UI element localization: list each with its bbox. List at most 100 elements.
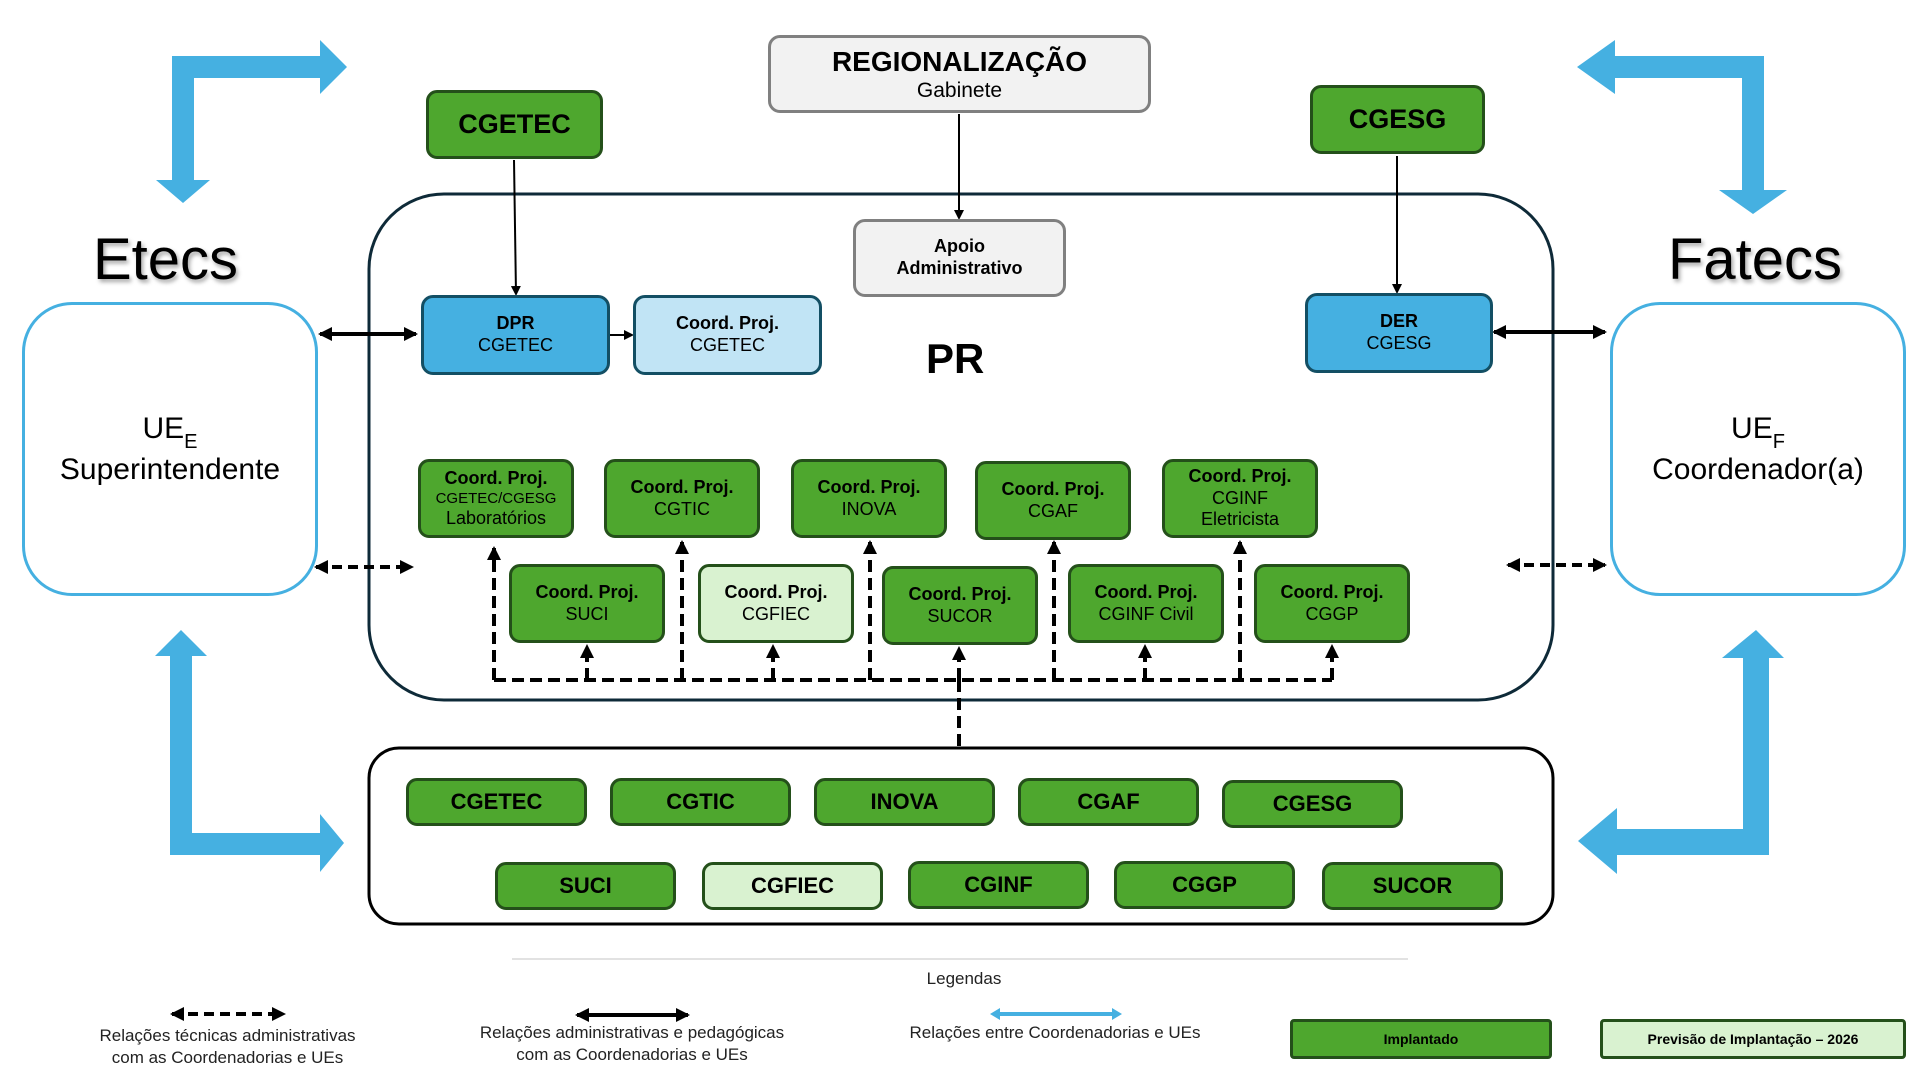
coord-lab-line3: Laboratórios [445, 507, 547, 528]
ue-fatecs-ue: UE [1731, 412, 1773, 445]
pill-cgtic-label: CGTIC [666, 788, 735, 814]
coord-sucor-line2: SUCOR [927, 605, 993, 626]
ue-fatecs-box[interactable]: UEF Coordenador(a) [1610, 302, 1906, 596]
coord-cginf-el-line3: Eletricista [1200, 509, 1280, 530]
coord-cginf-civil-line1: Coord. Proj. [1094, 581, 1198, 602]
fatecs-title: Fatecs [1668, 227, 1843, 292]
etecs-title: Etecs [93, 227, 239, 292]
blue-arrow-top-right [1577, 40, 1787, 214]
pill-suci[interactable]: SUCI [495, 862, 676, 910]
coord-cgetec-line2: CGETEC [689, 335, 765, 355]
ue-etecs-ue: UE [142, 412, 185, 445]
cgetec-top-label: CGETEC [458, 109, 571, 140]
coord-proj-cgetec-box[interactable]: Coord. Proj. CGETEC [633, 295, 822, 375]
der-cgesg-box[interactable]: DER CGESG [1305, 293, 1493, 373]
dpr-cgetec-box[interactable]: DPR CGETEC [421, 295, 610, 375]
pill-inova[interactable]: INOVA [814, 778, 995, 826]
pr-label: PR [926, 335, 985, 382]
coord-proj-cginf-civil[interactable]: Coord. Proj. CGINF Civil [1068, 564, 1224, 643]
pill-cgesg-label: CGESG [1272, 790, 1353, 816]
pill-cgesg[interactable]: CGESG [1222, 780, 1403, 828]
coord-cgfiec-line1: Coord. Proj. [724, 581, 828, 602]
legend-previsao-swatch: Previsão de Implantação – 2026 [1600, 1019, 1906, 1059]
blue-arrow-bottom-right [1578, 630, 1784, 874]
ue-etecs-role: Superintendente [59, 453, 281, 486]
coord-inova-line1: Coord. Proj. [817, 476, 921, 497]
legend-blue-text: Relações entre Coordenadorias e UEs [880, 1022, 1230, 1044]
legend-solid-text: Relações administrativas e pedagógicas c… [452, 1022, 812, 1066]
pill-cgfiec-label: CGFIEC [750, 872, 835, 898]
coord-cgtic-line1: Coord. Proj. [630, 476, 734, 497]
coord-cggp-line1: Coord. Proj. [1280, 581, 1384, 602]
coord-lab-line1: Coord. Proj. [444, 467, 548, 488]
ue-etecs-label: UEE [142, 412, 197, 453]
legend-dashed-line1: Relações técnicas administrativas [99, 1026, 356, 1045]
legend-implantado-label: Implantado [1383, 1030, 1459, 1047]
coord-lab-line2: CGETEC/CGESG [435, 489, 557, 507]
pill-cggp[interactable]: CGGP [1114, 861, 1295, 909]
coord-cgetec-line1: Coord. Proj. [676, 313, 779, 334]
legend-solid-line2: com as Coordenadorias e UEs [516, 1045, 748, 1065]
pill-cgfiec[interactable]: CGFIEC [702, 862, 883, 910]
legend-previsao-label: Previsão de Implantação – 2026 [1647, 1030, 1859, 1047]
ue-fatecs-role: Coordenador(a) [1652, 453, 1864, 486]
coord-cgfiec-line2: CGFIEC [741, 603, 810, 624]
coord-sucor-line1: Coord. Proj. [908, 583, 1012, 604]
cgesg-top-label: CGESG [1348, 104, 1447, 135]
ue-etecs-box[interactable]: UEE Superintendente [22, 302, 318, 596]
regionalizacao-subtitle: Gabinete [916, 79, 1003, 103]
regionalizacao-gabinete-box[interactable]: REGIONALIZAÇÃO Gabinete [768, 35, 1151, 113]
legend-dashed-line2: com as Coordenadorias e UEs [111, 1048, 344, 1068]
coord-suci-line2: SUCI [565, 603, 609, 624]
pill-cginf[interactable]: CGINF [908, 861, 1089, 909]
coord-proj-cgfiec[interactable]: Coord. Proj. CGFIEC [698, 564, 854, 643]
coord-proj-sucor[interactable]: Coord. Proj. SUCOR [882, 566, 1038, 645]
pill-cgetec-label: CGETEC [450, 788, 543, 814]
blue-arrow-top-left [156, 40, 347, 203]
coord-proj-cginf-eletricista[interactable]: Coord. Proj. CGINF Eletricista [1162, 459, 1318, 538]
legend-implantado-swatch: Implantado [1290, 1019, 1552, 1059]
apoio-line2: Administrativo [896, 258, 1023, 278]
coord-proj-cgtic[interactable]: Coord. Proj. CGTIC [604, 459, 760, 538]
ue-fatecs-sub: F [1772, 431, 1785, 453]
coord-proj-inova[interactable]: Coord. Proj. INOVA [791, 459, 947, 538]
ue-fatecs-label: UEF [1731, 412, 1785, 453]
pill-sucor[interactable]: SUCOR [1322, 862, 1503, 910]
coord-cginf-el-line2: CGINF [1212, 487, 1268, 508]
pill-sucor-label: SUCOR [1372, 872, 1453, 898]
ue-etecs-sub: E [184, 431, 198, 453]
pill-inova-label: INOVA [870, 788, 939, 814]
apoio-line1: Apoio [934, 236, 985, 257]
coord-proj-cggp[interactable]: Coord. Proj. CGGP [1254, 564, 1410, 643]
coord-proj-laboratorios[interactable]: Coord. Proj. CGETEC/CGESG Laboratórios [418, 459, 574, 538]
der-line2: CGESG [1366, 333, 1432, 353]
pill-cginf-label: CGINF [964, 871, 1033, 897]
der-line1: DER [1379, 311, 1418, 332]
coord-cginf-el-line1: Coord. Proj. [1188, 466, 1292, 487]
coord-cgaf-line1: Coord. Proj. [1001, 478, 1105, 499]
cgesg-top-box[interactable]: CGESG [1310, 85, 1485, 154]
pill-cgaf[interactable]: CGAF [1018, 778, 1199, 826]
legend-title: Legendas [926, 969, 1002, 988]
dpr-line1: DPR [496, 313, 535, 334]
dpr-line2: CGETEC [477, 335, 553, 355]
coord-proj-suci[interactable]: Coord. Proj. SUCI [509, 564, 665, 643]
coord-cgtic-line2: CGTIC [654, 498, 710, 519]
coord-cgaf-line2: CGAF [1027, 500, 1078, 521]
coord-cginf-civil-line2: CGINF Civil [1098, 603, 1194, 624]
pill-cgtic[interactable]: CGTIC [610, 778, 791, 826]
legend-dashed-text: Relações técnicas administrativas com as… [60, 1025, 395, 1069]
pill-suci-label: SUCI [559, 872, 612, 898]
coord-suci-line1: Coord. Proj. [535, 581, 639, 602]
pill-cgetec[interactable]: CGETEC [406, 778, 587, 826]
coord-cggp-line2: CGGP [1305, 603, 1359, 624]
cgetec-top-box[interactable]: CGETEC [426, 90, 603, 159]
regionalizacao-title: REGIONALIZAÇÃO [831, 45, 1088, 77]
apoio-administrativo-box[interactable]: Apoio Administrativo [853, 219, 1066, 297]
pill-cgaf-label: CGAF [1077, 788, 1140, 814]
coord-inova-line2: INOVA [841, 498, 897, 519]
blue-arrow-bottom-left [155, 630, 344, 872]
coord-proj-cgaf[interactable]: Coord. Proj. CGAF [975, 461, 1131, 540]
pill-cggp-label: CGGP [1172, 871, 1237, 897]
legend-blue-line1: Relações entre Coordenadorias e UEs [909, 1023, 1201, 1042]
